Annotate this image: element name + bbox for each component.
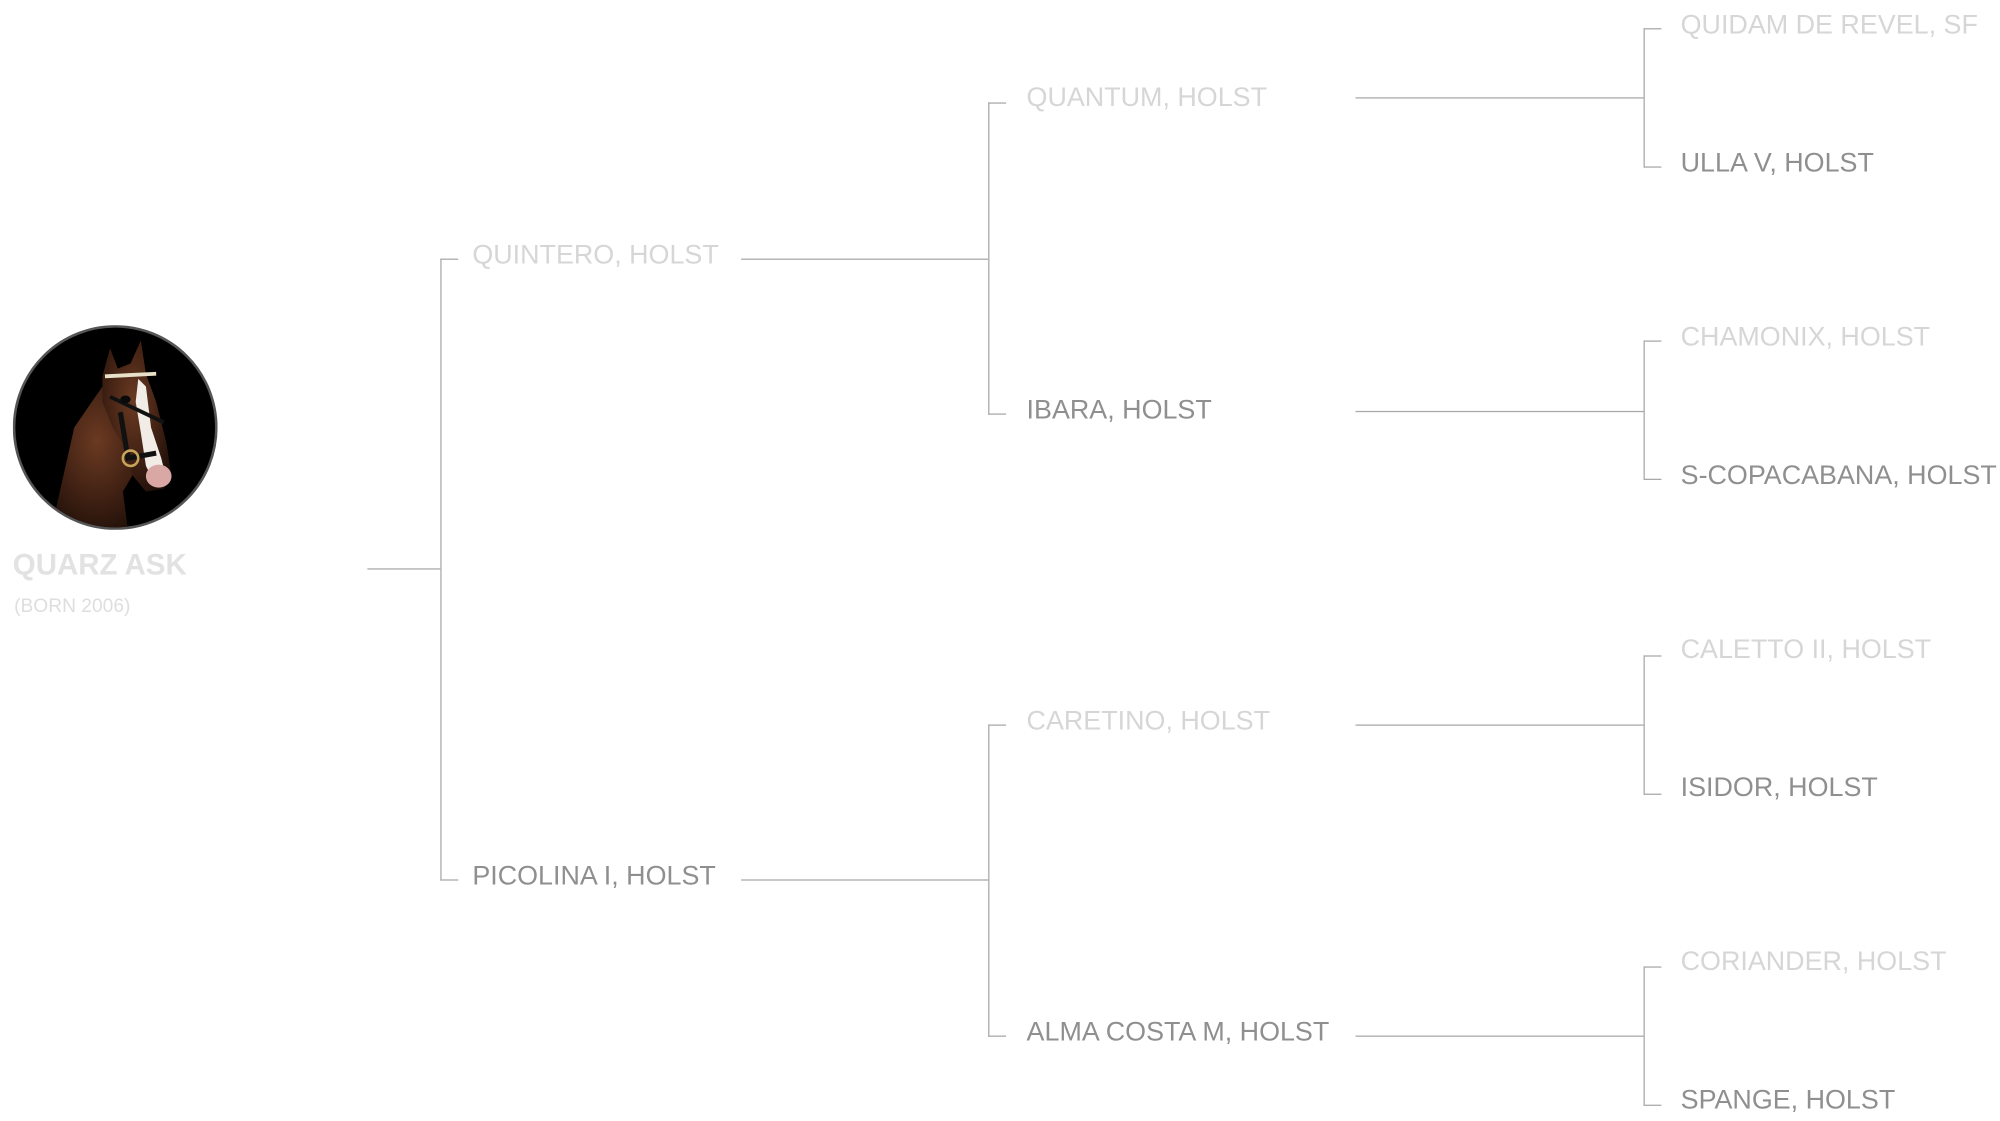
connector-gp3-bracket [1643, 655, 1645, 795]
horse-name: QUARZ ASK [12, 547, 187, 582]
sire-name: QUINTERO, HOLST [472, 240, 719, 271]
connector-gp1 [1355, 97, 1644, 99]
connector-ggp7-tick [1643, 966, 1662, 968]
ggp-name: QUIDAM DE REVEL, SF [1680, 10, 1978, 40]
connector-sire-tick [440, 258, 459, 260]
connector-gp1-bracket [1643, 28, 1645, 168]
ggp-name: CHAMONIX, HOLST [1680, 322, 1931, 352]
connector-dam-dam-tick [988, 1035, 1007, 1037]
connector-dam [741, 879, 989, 881]
connector-sire [741, 258, 989, 260]
ggp-name: ULLA V, HOLST [1680, 148, 1874, 178]
connector-gp4-bracket [1643, 966, 1645, 1106]
connector-ggp4-tick [1643, 478, 1662, 480]
connector-sire-bracket [988, 102, 990, 415]
dam-sire-name: CARETINO, HOLST [1026, 706, 1271, 736]
connector-sire-sire-tick [988, 102, 1007, 104]
connector-subject [367, 568, 441, 570]
connector-ggp5-tick [1643, 655, 1662, 657]
ggp-name: ISIDOR, HOLST [1680, 773, 1878, 803]
connector-sire-dam-tick [988, 413, 1007, 415]
connector-dam-sire-tick [988, 724, 1007, 726]
ggp-name: CORIANDER, HOLST [1680, 947, 1947, 977]
connector-gp2-bracket [1643, 340, 1645, 480]
connector-dam-tick [440, 879, 459, 881]
connector-gp2 [1355, 410, 1644, 413]
connector-ggp6-tick [1643, 793, 1662, 795]
sire-sire-name: QUANTUM, HOLST [1026, 83, 1267, 113]
connector-dam-bracket [988, 724, 990, 1037]
dam-dam-name: ALMA COSTA M, HOLST [1026, 1017, 1330, 1048]
connector-gp3 [1355, 724, 1644, 726]
sire-dam-name: IBARA, HOLST [1026, 395, 1212, 425]
connector-ggp1-tick [1643, 28, 1662, 30]
connector-ggp3-tick [1643, 340, 1662, 342]
connector-parents-bracket [440, 258, 442, 881]
horse-portrait-icon [12, 325, 218, 530]
connector-ggp2-tick [1643, 166, 1662, 168]
ggp-name: SPANGE, HOLST [1680, 1085, 1896, 1115]
ggp-name: CALETTO II, HOLST [1680, 634, 1932, 665]
connector-ggp8-tick [1643, 1104, 1662, 1106]
horse-birth-year: (BORN 2006) [14, 595, 131, 617]
dam-name: PICOLINA I, HOLST [472, 861, 716, 891]
ggp-name: S-COPACABANA, HOLST [1680, 460, 1997, 491]
connector-gp4 [1355, 1035, 1644, 1037]
